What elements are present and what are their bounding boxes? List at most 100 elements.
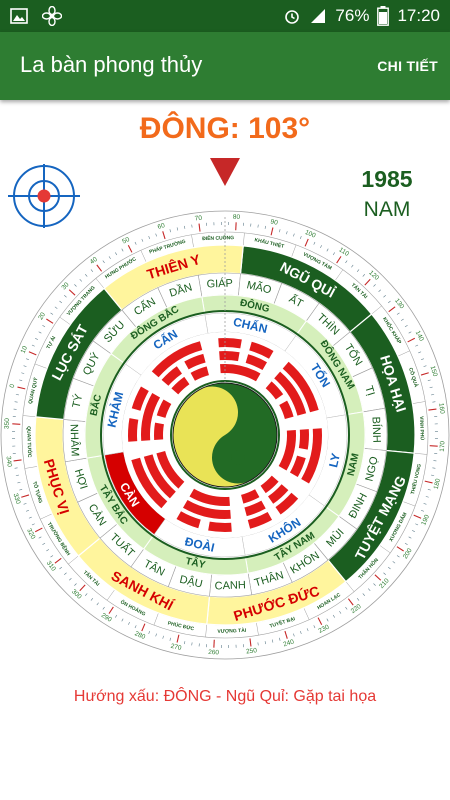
- degree-label: 60: [157, 222, 166, 231]
- degree-tick: [176, 227, 179, 231]
- degree-tick: [425, 496, 429, 498]
- outer-divider: [40, 513, 53, 520]
- degree-label: 270: [170, 643, 183, 652]
- outer-divider: [414, 452, 428, 455]
- degree-tick: [313, 625, 316, 629]
- degree-tick: [411, 530, 415, 532]
- degree-tick: [271, 639, 274, 643]
- trigram-bar: [282, 361, 319, 413]
- degree-tick: [264, 225, 266, 229]
- outer-divider: [402, 501, 416, 507]
- mountain-label: CANH: [214, 579, 246, 592]
- degree-label: 350: [4, 418, 12, 430]
- degree-tick: [400, 318, 404, 321]
- degree-tick: [420, 509, 424, 512]
- degree-tick: [26, 509, 30, 512]
- mountain-label: HỢI: [72, 468, 89, 491]
- detail-button[interactable]: CHI TIẾT: [377, 58, 438, 74]
- degree-tick: [85, 274, 88, 277]
- degree-tick: [68, 289, 76, 296]
- degree-tick: [64, 572, 67, 575]
- degree-tick: [15, 474, 19, 476]
- degree-tick: [90, 269, 94, 272]
- degree-tick: [54, 557, 62, 564]
- degree-tick: [176, 634, 180, 643]
- outer-divider: [140, 250, 147, 263]
- degree-tick: [115, 614, 118, 618]
- degree-tick: [345, 606, 348, 610]
- trigram-bar: [301, 428, 322, 484]
- degree-label: 250: [246, 647, 258, 655]
- trigram-bar: [289, 455, 306, 477]
- degree-tick: [38, 331, 42, 334]
- degree-tick: [293, 233, 295, 237]
- clock: 17:20: [397, 6, 440, 25]
- degree-tick: [121, 618, 124, 622]
- outer-name-label: VƯỢNG TÀI: [217, 627, 247, 635]
- direction-message: Hướng xấu: ĐÔNG - Ngũ Quỉ: Gặp tai họa: [73, 688, 377, 705]
- crosshair-icon[interactable]: [6, 164, 82, 228]
- degree-tick: [162, 231, 166, 240]
- degree-tick: [42, 325, 46, 328]
- mountain-label: TỊ: [362, 384, 376, 397]
- trigram-bar: [244, 500, 266, 517]
- degree-tick: [141, 238, 144, 242]
- direction-heading: ĐÔNG: 103°: [139, 112, 311, 145]
- outer-divider: [34, 363, 48, 369]
- mountain-label: GIÁP: [206, 277, 233, 291]
- trigram-bar: [220, 364, 261, 382]
- trigram-bar: [141, 393, 161, 441]
- degree-tick: [362, 593, 365, 596]
- degree-tick: [396, 546, 404, 552]
- degree-tick: [427, 379, 431, 381]
- degree-tick: [50, 555, 54, 558]
- degree-tick: [38, 536, 42, 539]
- trigram-bar: [268, 484, 289, 504]
- outer-name-label: VINH PHÚ: [418, 416, 426, 441]
- degree-tick: [293, 633, 295, 637]
- degree-tick: [431, 474, 435, 476]
- degree-tick: [374, 574, 382, 581]
- trigram-bar: [279, 400, 294, 419]
- degree-tick: [284, 630, 288, 639]
- trigram-bar: [275, 492, 299, 515]
- degree-tick: [148, 630, 151, 634]
- degree-label: 170: [439, 440, 447, 452]
- degree-label: 0: [9, 383, 17, 388]
- battery-icon: [377, 6, 390, 26]
- degree-label: 340: [4, 456, 12, 468]
- trigram-bar: [151, 341, 203, 378]
- degree-tick: [388, 306, 396, 313]
- degree-label: 330: [12, 493, 22, 506]
- degree-tick: [423, 503, 427, 505]
- image-icon: [10, 8, 28, 24]
- outer-divider: [412, 401, 426, 404]
- degree-tick: [364, 278, 371, 286]
- degree-tick: [347, 598, 354, 606]
- direction-pointer-icon: [210, 158, 240, 186]
- degree-tick: [415, 344, 419, 347]
- outer-divider: [303, 607, 310, 620]
- mountain-label: DẬU: [178, 573, 204, 591]
- degree-label: 180: [433, 478, 442, 491]
- outer-divider: [22, 415, 36, 418]
- outer-divider: [68, 555, 79, 565]
- trigram-bar: [249, 341, 274, 359]
- degree-label: 100: [304, 229, 317, 240]
- degree-tick: [31, 523, 35, 526]
- degree-tick: [428, 408, 437, 411]
- degree-tick: [408, 536, 412, 539]
- degree-tick: [21, 372, 25, 374]
- degree-tick: [148, 236, 151, 240]
- degree-tick: [74, 583, 77, 586]
- degree-tick: [326, 248, 329, 252]
- degree-tick: [102, 260, 105, 264]
- degree-label: 260: [208, 649, 220, 657]
- degree-tick: [317, 617, 323, 626]
- trigram-bar: [260, 475, 279, 494]
- degree-tick: [96, 602, 99, 606]
- degree-tick: [408, 331, 412, 334]
- degree-tick: [108, 256, 111, 260]
- trigram-bar: [219, 351, 240, 362]
